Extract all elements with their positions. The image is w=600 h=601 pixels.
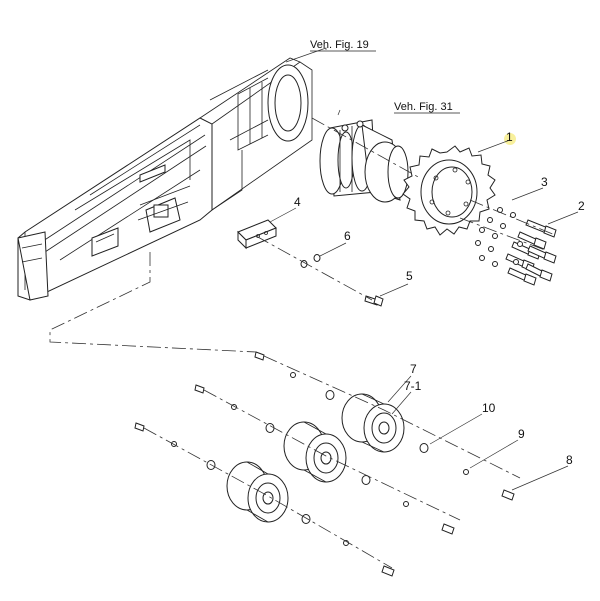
highlight-marker	[504, 133, 516, 145]
callout-8: 8	[566, 453, 573, 467]
callout-4: 4	[294, 195, 301, 209]
svg-text:Veh. Fig. 19: Veh. Fig. 19	[310, 39, 369, 51]
track-roller-3	[226, 461, 289, 523]
roller-fasteners-right	[301, 443, 515, 577]
callout-3: 3	[541, 175, 548, 189]
sprocket	[402, 133, 516, 236]
track-roller-1	[341, 393, 405, 453]
callout-5: 5	[406, 269, 413, 283]
callout-7: 7	[410, 362, 417, 376]
callout-6: 6	[344, 229, 351, 243]
callout-10: 10	[482, 401, 496, 415]
reference-label-motor: Veh. Fig. 31	[394, 101, 460, 114]
leader-lines	[269, 47, 579, 491]
callout-1: 1	[506, 130, 513, 144]
callout-9: 9	[518, 427, 525, 441]
guard-block	[237, 219, 384, 307]
reference-label-frame: Veh. Fig. 19	[310, 39, 376, 52]
track-frame	[17, 57, 313, 301]
callout-2: 2	[578, 199, 585, 213]
assembly-centerlines	[49, 117, 556, 569]
callout-7-1: 7-1	[404, 379, 422, 393]
travel-motor	[319, 119, 409, 203]
track-roller-2	[283, 421, 347, 483]
sprocket-bolts	[475, 207, 557, 286]
svg-text:Veh. Fig. 31: Veh. Fig. 31	[394, 101, 453, 113]
